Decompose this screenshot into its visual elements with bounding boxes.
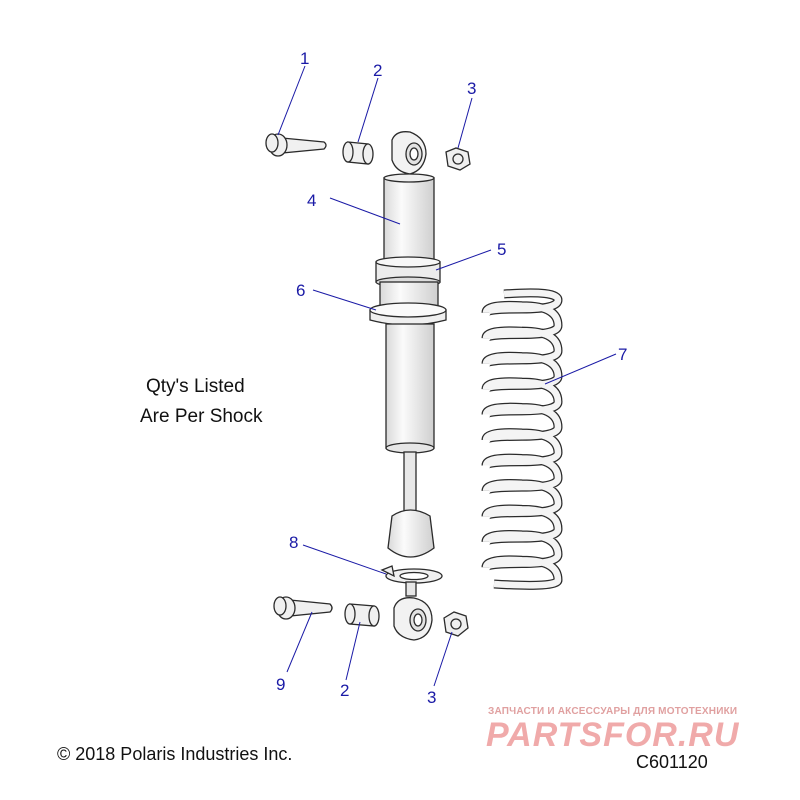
- shock-lower-tube: [385, 323, 435, 558]
- copyright-text: © 2018 Polaris Industries Inc.: [57, 744, 293, 764]
- callout-9: 9: [276, 675, 285, 694]
- callout-1: 1: [300, 49, 309, 68]
- callout-8: 8: [289, 533, 298, 552]
- watermark-logo: PARTSFOR.RU: [486, 716, 740, 754]
- part-7-coil-spring: [481, 288, 563, 590]
- callout-3-bottom: 3: [427, 688, 436, 707]
- part-3-nut-top: [445, 147, 471, 171]
- watermark-tagline: ЗАПЧАСТИ И АКСЕССУАРЫ ДЛЯ МОТОТЕХНИКИ: [488, 706, 738, 717]
- callout-7: 7: [618, 345, 627, 364]
- part-2-bushing-top: [342, 141, 374, 165]
- part-8-retaining-clip: [380, 565, 443, 584]
- leader-lines: [277, 65, 617, 687]
- part-1-bolt-top: [265, 133, 327, 157]
- callout-6: 6: [296, 281, 305, 300]
- callout-5: 5: [497, 240, 506, 259]
- part-2-bushing-bottom: [344, 603, 380, 627]
- quantity-note-line-2: Are Per Shock: [140, 406, 263, 427]
- callout-2-top: 2: [373, 61, 382, 80]
- quantity-note: Qty's Listed Are Per Shock: [140, 372, 263, 432]
- callout-3-top: 3: [467, 79, 476, 98]
- part-4-shock-body: [383, 131, 435, 267]
- shock-lower-eyelet: [393, 581, 433, 641]
- part-9-bolt-bottom: [273, 596, 333, 620]
- part-6-spring-seat: [369, 281, 447, 326]
- part-3-nut-bottom: [443, 611, 469, 637]
- figure-code: C601120: [636, 752, 708, 772]
- callout-4: 4: [307, 191, 316, 210]
- callout-labels: 1 2 3 4 5 6 7 8 9 2 3: [276, 49, 627, 707]
- callout-2-bottom: 2: [340, 681, 349, 700]
- quantity-note-line-1: Qty's Listed: [146, 376, 245, 397]
